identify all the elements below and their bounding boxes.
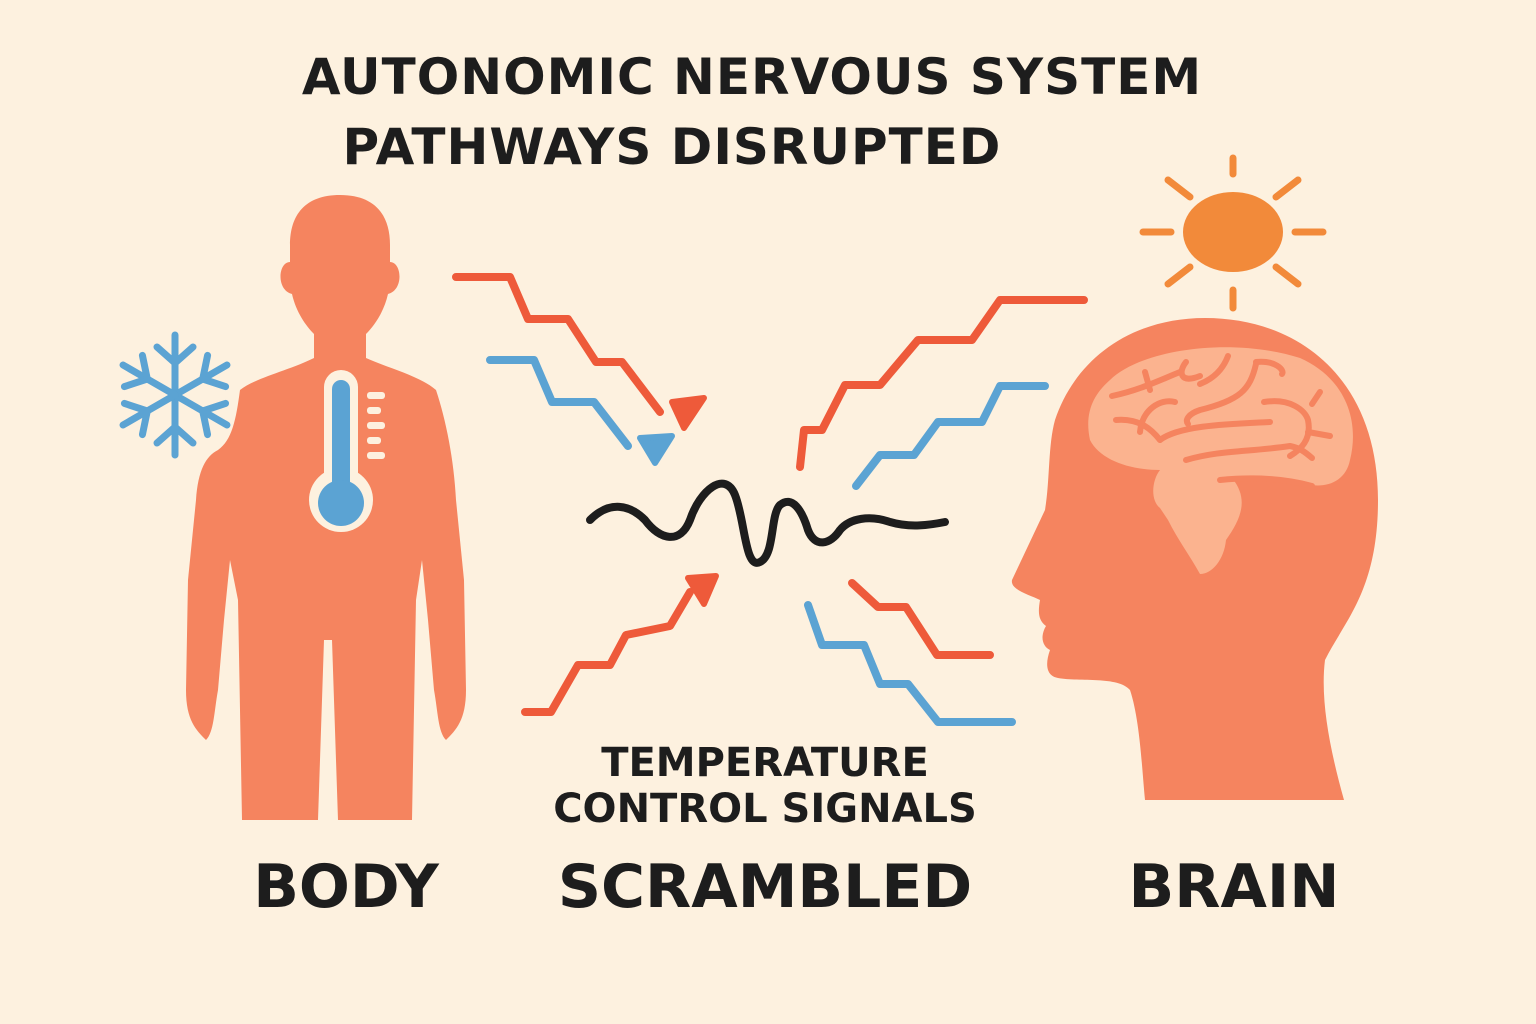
sun-icon: [1139, 154, 1327, 312]
caption-temperature: TEMPERATURE: [601, 740, 929, 786]
snowflake-icon: [114, 331, 236, 455]
caption-control-signals: CONTROL SIGNALS: [553, 786, 977, 832]
signal-lines-brain-side: [796, 296, 1088, 726]
label-scrambled: SCRAMBLED: [557, 852, 973, 922]
label-brain: BRAIN: [1128, 852, 1340, 922]
title-line-2: PATHWAYS DISRUPTED: [342, 118, 1002, 176]
label-body: BODY: [253, 852, 439, 922]
scrambled-signal-wave: [586, 479, 949, 567]
thermometer-icon: [309, 370, 385, 532]
title-line-1: AUTONOMIC NERVOUS SYSTEM: [301, 48, 1203, 106]
signal-arrows-body-to-brain: [452, 273, 719, 716]
brain-icon: [1088, 347, 1353, 574]
